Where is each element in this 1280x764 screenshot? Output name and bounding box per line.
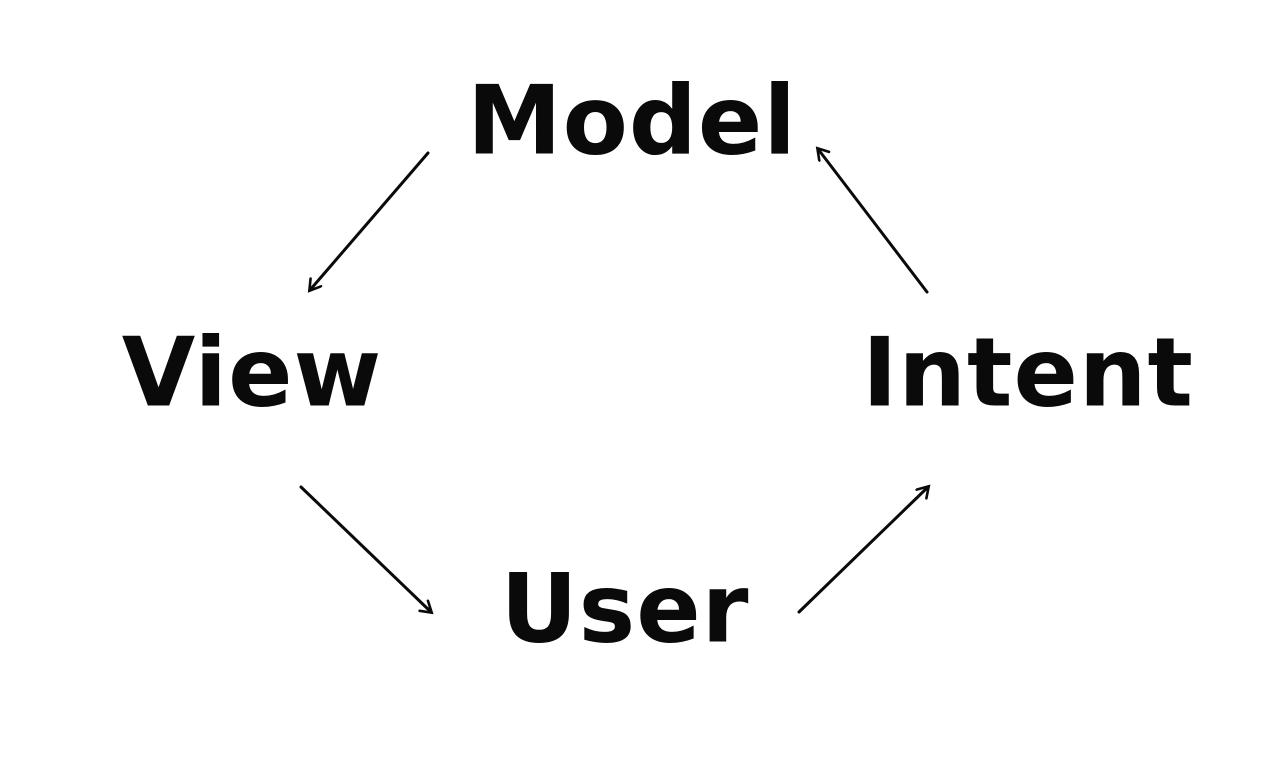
node-label-user: User	[500, 554, 750, 665]
node-label-view: View	[121, 318, 383, 429]
arrow-view-to-user	[299, 485, 431, 612]
arrow-group	[299, 149, 929, 614]
node-label-model: Model	[467, 66, 797, 177]
arrow-intent-to-model	[818, 149, 929, 294]
arrow-user-to-intent	[797, 487, 928, 614]
node-label-intent: Intent	[862, 318, 1194, 429]
arrow-model-to-view	[310, 151, 430, 290]
